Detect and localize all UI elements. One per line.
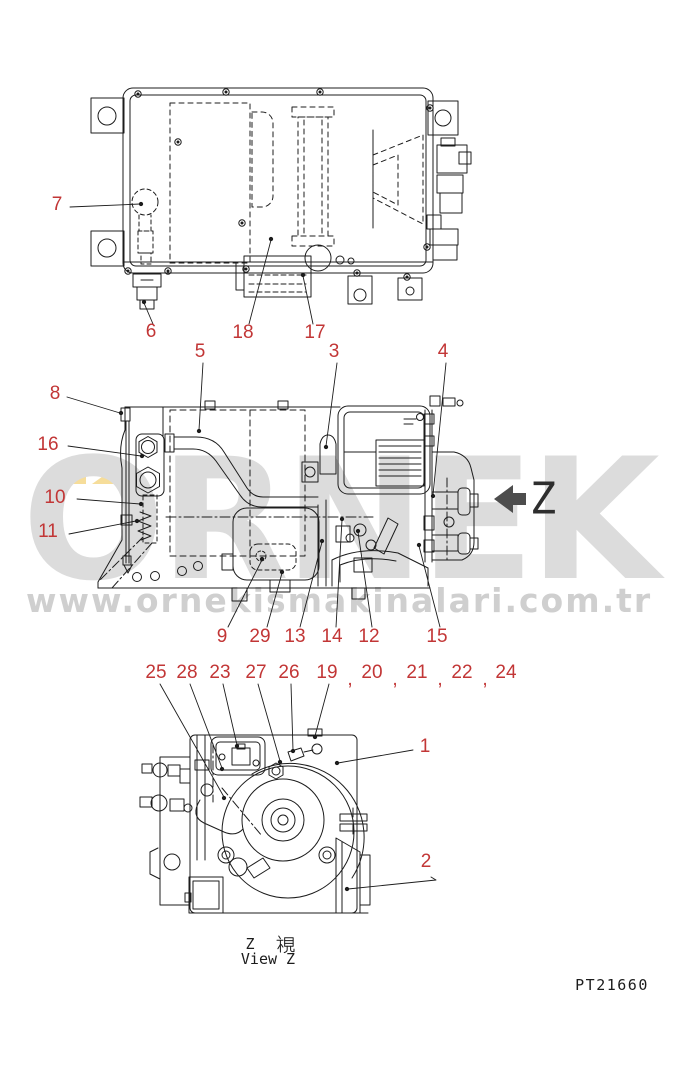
bottom-view-drawing: [139, 728, 371, 914]
watermark-triangle: [92, 464, 120, 484]
callout-6: 6: [145, 321, 157, 342]
callout-25: 25: [145, 662, 167, 683]
callout-13: 13: [284, 626, 306, 647]
callout-17: 17: [304, 322, 326, 343]
top-view-drawing: [90, 87, 472, 310]
callout-3: 3: [328, 341, 340, 362]
view-arrow-letter: Z: [529, 473, 557, 525]
view-z-arrow: [494, 485, 526, 513]
callout-26: 26: [278, 662, 300, 683]
callout-5: 5: [194, 341, 206, 362]
kanji-view-glyph: [276, 935, 295, 954]
callout-19: 19: [316, 662, 338, 683]
callout-10: 10: [44, 487, 66, 508]
callout-20: 20: [361, 662, 383, 683]
callout-separator: ,: [437, 669, 443, 690]
callout-21: 21: [406, 662, 428, 683]
callout-15: 15: [426, 626, 448, 647]
callout-14: 14: [321, 626, 343, 647]
view-direction-arrow: [494, 485, 526, 513]
callout-23: 23: [209, 662, 231, 683]
callout-separator: ,: [347, 669, 353, 690]
watermark-triangle: [58, 466, 86, 484]
leader-lines: [66, 201, 447, 892]
view-caption-english: View Z: [240, 950, 296, 968]
callout-separator: ,: [482, 669, 488, 690]
callout-11: 11: [38, 521, 58, 542]
view-caption-letter: Z: [245, 935, 255, 953]
callout-9: 9: [216, 626, 228, 647]
callout-16: 16: [37, 434, 59, 455]
callout-4: 4: [437, 341, 449, 362]
callout-1: 1: [419, 736, 431, 757]
callout-28: 28: [176, 662, 198, 683]
callout-22: 22: [451, 662, 473, 683]
callout-24: 24: [495, 662, 517, 683]
callout-7: 7: [51, 194, 63, 215]
callout-8: 8: [49, 383, 61, 404]
callout-12: 12: [358, 626, 380, 647]
callout-2: 2: [420, 851, 432, 872]
screw-marks: [124, 88, 434, 281]
callout-27: 27: [245, 662, 267, 683]
drawing-code: PT21660: [575, 976, 649, 994]
callout-18: 18: [232, 322, 254, 343]
callout-29: 29: [249, 626, 271, 647]
callout-separator: ,: [392, 669, 398, 690]
